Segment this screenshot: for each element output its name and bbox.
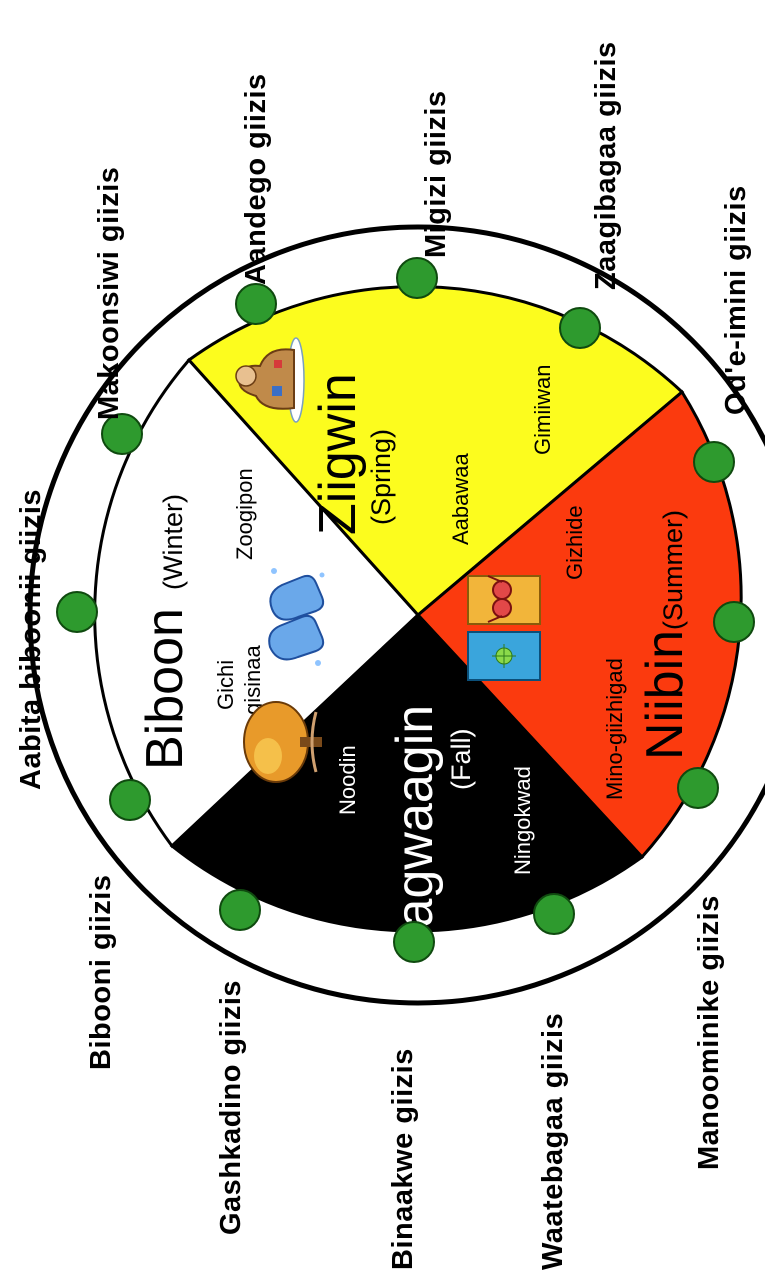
season-word-mino-giizhigad: Mino-giizhigad — [602, 658, 627, 800]
season-label-dagwaagin: Dagwaagin (Fall) Noodin Ningokwad — [335, 705, 535, 965]
autumn-tree-icon — [243, 701, 322, 783]
moon-label-bibooni: Bibooni giizis — [85, 875, 117, 1071]
quadrant-ziigwin — [186, 285, 685, 618]
season-name-ziigwin: Ziigwin — [309, 373, 367, 535]
moon-labels: Aabita biboonii giizis Makoonsiwi giizis… — [15, 41, 752, 1270]
mittens-icon — [268, 568, 325, 666]
moon-node — [393, 921, 435, 963]
season-word-gisinaa: gisinaa — [240, 645, 265, 715]
season-word-noodin: Noodin — [335, 745, 360, 815]
moon-label-zaagibagaa: Zaagibagaa giizis — [590, 41, 622, 290]
moon-label-waatebagaa: Waatebagaa giizis — [537, 1013, 569, 1270]
wheel-rim — [27, 224, 765, 1006]
season-label-biboon: Biboon (Winter) Zoogipon Gichi gisinaa — [136, 468, 265, 770]
moon-label-migizi: Migizi giizis — [420, 90, 452, 258]
moon-node — [559, 307, 601, 349]
beach-towel-sunglasses-icon — [467, 575, 541, 681]
season-english-biboon: (Winter) — [158, 494, 188, 590]
moon-label-aandego: Aandego giizis — [240, 73, 272, 285]
moon-label-makoonsiwi: Makoonsiwi giizis — [93, 167, 125, 420]
moon-node — [396, 257, 438, 299]
season-english-dagwaagin: (Fall) — [446, 729, 476, 791]
moon-label-aabita-biboonii: Aabita biboonii giizis — [15, 489, 47, 790]
season-english-niibin: (Summer) — [658, 510, 688, 630]
moon-node — [677, 767, 719, 809]
melting-snowman-icon — [235, 337, 305, 423]
season-word-aabawaa: Aabawaa — [448, 452, 473, 545]
moon-node — [693, 441, 735, 483]
season-word-ningokwad: Ningokwad — [510, 766, 535, 875]
season-label-niibin: Niibin (Summer) Gizhide Mino-giizhigad — [562, 505, 694, 800]
season-english-ziigwin: (Spring) — [366, 429, 396, 525]
moon-node — [219, 889, 261, 931]
season-name-biboon: Biboon — [136, 608, 194, 770]
moon-nodes — [56, 257, 755, 963]
moon-node — [235, 283, 277, 325]
moon-label-binaakwe: Binaakwe giizis — [387, 1048, 419, 1270]
season-name-niibin: Niibin — [636, 630, 694, 760]
season-word-gizhide: Gizhide — [562, 505, 587, 580]
moon-label-manoominike: Manoominike giizis — [693, 895, 725, 1170]
moon-label-gashkadino: Gashkadino giizis — [215, 980, 247, 1235]
season-word-gichi: Gichi — [213, 660, 238, 710]
season-word-zoogipon: Zoogipon — [232, 468, 257, 560]
moon-node — [109, 779, 151, 821]
moon-node — [533, 893, 575, 935]
moon-label-ode-imini: Od'e-imini giizis — [720, 185, 752, 415]
moon-node — [56, 591, 98, 633]
season-word-gimiiwan: Gimiiwan — [530, 365, 555, 455]
moon-node — [101, 413, 143, 455]
moon-node — [713, 601, 755, 643]
season-label-ziigwin: Ziigwin (Spring) Aabawaa Gimiiwan — [309, 365, 555, 545]
